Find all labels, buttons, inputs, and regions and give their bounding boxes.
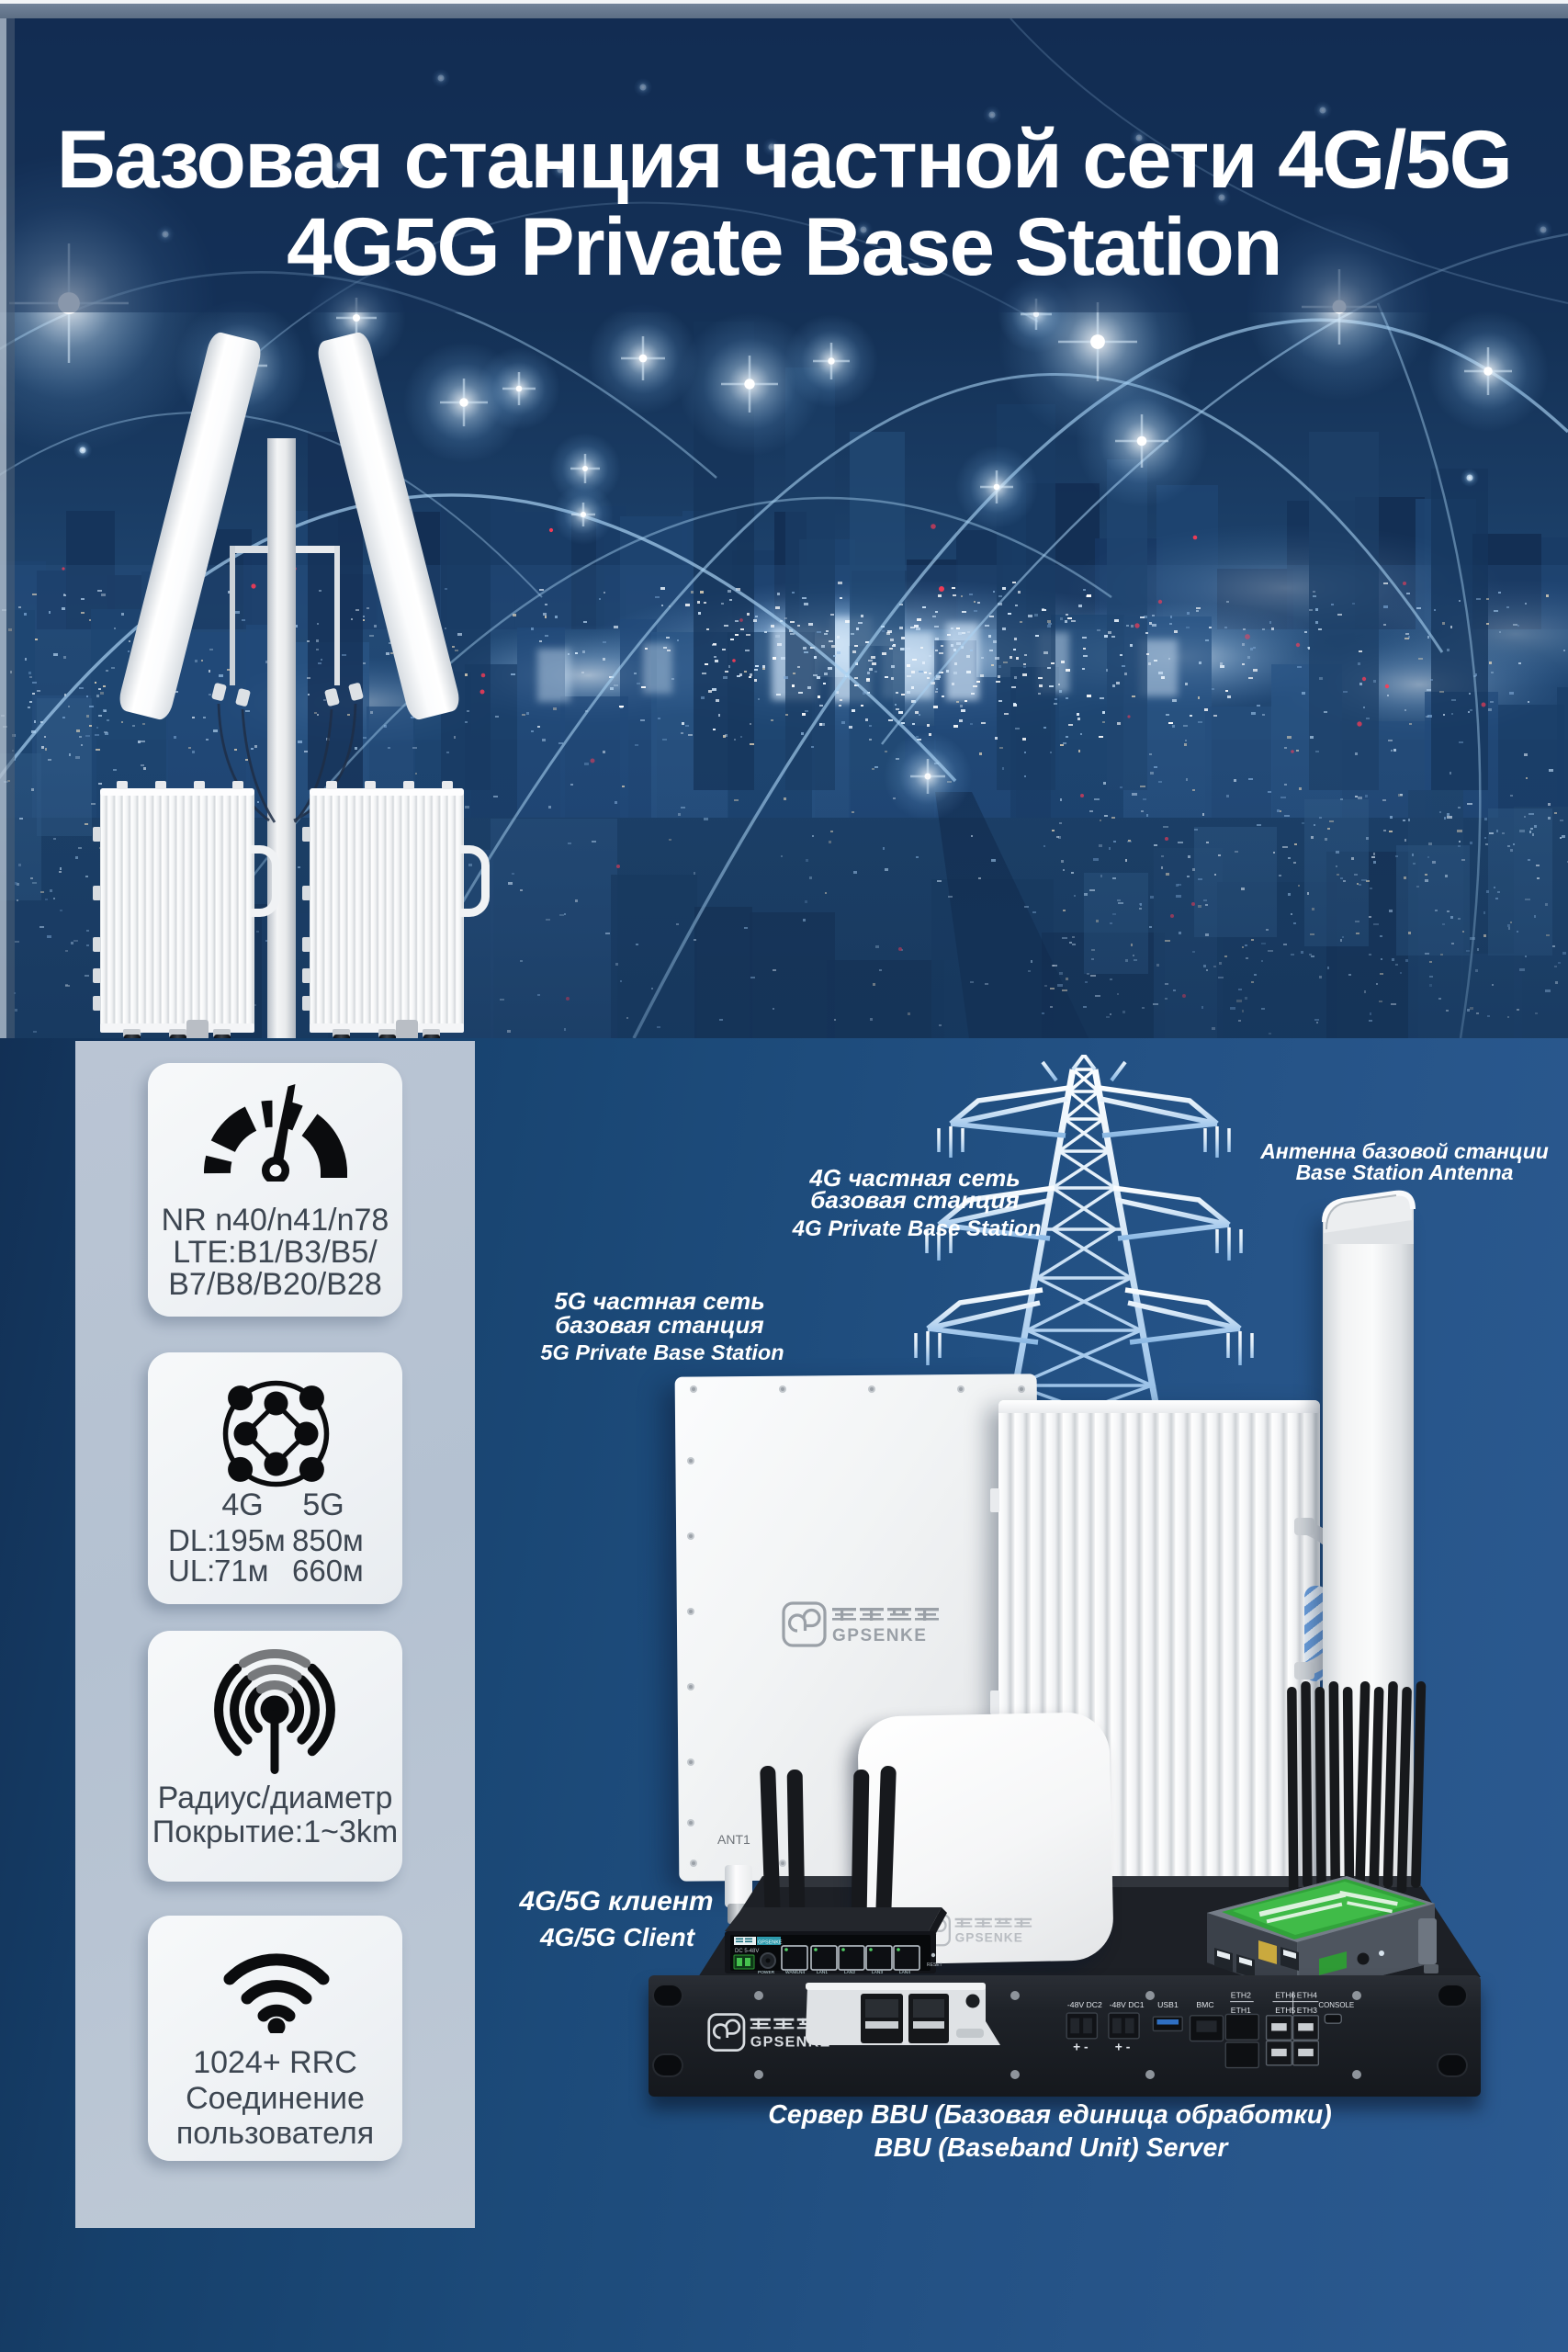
- svg-text:LAN2: LAN2: [844, 1970, 855, 1975]
- svg-text:ETH2: ETH2: [1231, 1990, 1251, 1999]
- svg-text:DC 5-48V: DC 5-48V: [735, 1949, 759, 1954]
- svg-text:ETH3: ETH3: [1297, 2006, 1317, 2015]
- svg-text:+ -: + -: [1073, 2040, 1089, 2054]
- svg-text:WAN/LN4: WAN/LN4: [785, 1970, 805, 1975]
- svg-text:-48V DC2: -48V DC2: [1067, 2000, 1102, 2009]
- svg-text:RESET: RESET: [927, 1962, 942, 1968]
- svg-text:ETH6: ETH6: [1275, 1990, 1295, 1999]
- svg-text:+ -: + -: [1115, 2040, 1131, 2054]
- svg-text:BMC: BMC: [1196, 2000, 1213, 2009]
- svg-text:POWER: POWER: [758, 1970, 775, 1975]
- svg-text:LAN3: LAN3: [872, 1970, 883, 1975]
- svg-text:GPSENKE: GPSENKE: [832, 1626, 927, 1645]
- svg-text:ETH5: ETH5: [1275, 2006, 1295, 2015]
- svg-text:GPSENKE: GPSENKE: [955, 1931, 1023, 1945]
- svg-text:CONSOLE: CONSOLE: [1318, 2001, 1354, 2009]
- svg-text:LAN4: LAN4: [899, 1970, 910, 1975]
- svg-text:USB1: USB1: [1157, 2000, 1179, 2009]
- svg-text:LAN1: LAN1: [817, 1970, 828, 1975]
- svg-text:ETH1: ETH1: [1231, 2006, 1251, 2015]
- svg-text:ETH4: ETH4: [1297, 1990, 1317, 1999]
- svg-text:-48V DC1: -48V DC1: [1110, 2000, 1145, 2009]
- svg-text:GPSENKE: GPSENKE: [758, 1940, 783, 1946]
